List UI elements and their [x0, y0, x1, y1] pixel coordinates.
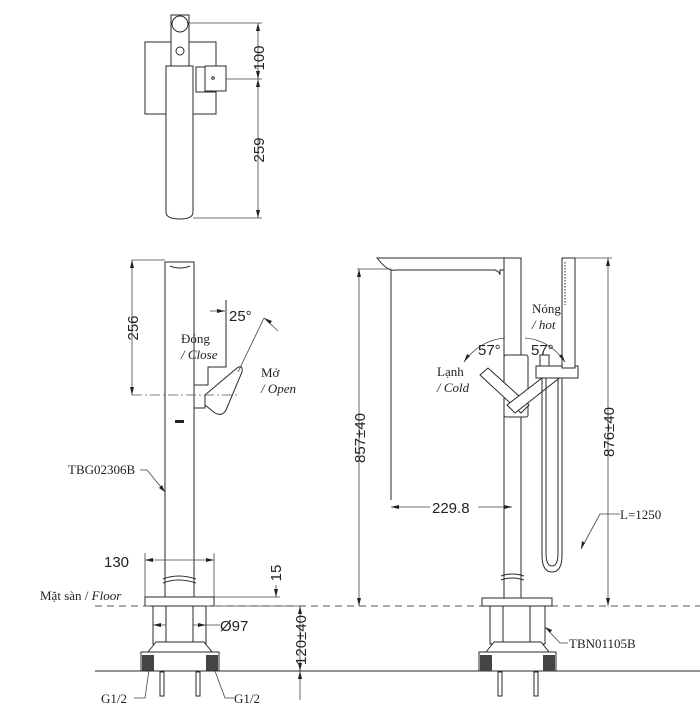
riser-housing-front [478, 651, 557, 672]
break-mark-front [500, 573, 525, 581]
angle-label: 25° [229, 308, 252, 325]
column-front [503, 257, 522, 599]
hose-outlet [535, 365, 579, 379]
inlet-right-label: G1/2 [234, 691, 260, 706]
dim-spout-reach: 229.8 [432, 500, 470, 517]
inlet-left-label: G1/2 [101, 691, 127, 706]
open-label-vi: Mở [261, 365, 281, 380]
column-body [164, 261, 195, 598]
front-view: 57° 57° Lạnh / Cold Nóng / hot 857±40 87… [352, 257, 661, 697]
handle-close-outline [194, 300, 227, 386]
shower-hose [541, 378, 563, 573]
close-label-en: / Close [180, 347, 218, 362]
angle-hot: 57° [531, 342, 554, 359]
diverter-dot [211, 76, 215, 80]
dim-riser-depth: 120±40 [293, 615, 310, 665]
inlet-pipe-left [159, 671, 165, 697]
handle-pivot [175, 46, 185, 56]
dim-riser-diameter: Ø97 [220, 618, 248, 635]
dim-total-height: 876±40 [601, 407, 618, 457]
dim-base-width: 130 [104, 554, 129, 571]
part-riser-label: TBN01105B [569, 636, 636, 651]
brand-mark [175, 420, 184, 423]
cold-label-en: / Cold [436, 380, 470, 395]
hand-shower [561, 257, 576, 369]
handle-open [204, 366, 243, 415]
close-label-vi: Đóng [181, 331, 210, 346]
top-view: 100 259 [144, 14, 268, 220]
riser-flange [146, 641, 214, 653]
cold-label-vi: Lạnh [437, 364, 464, 379]
base-plate-front [481, 597, 553, 607]
handle-knob [171, 15, 189, 33]
spout-body-top [165, 65, 194, 220]
hose-length-label: L=1250 [620, 507, 661, 522]
floor-label: Mặt sàn / Floor [40, 588, 122, 603]
spout-outlet [169, 265, 191, 269]
dim-base-thickness: 15 [268, 565, 285, 582]
dim-spout-depth: 259 [251, 137, 268, 162]
angle-cold: 57° [478, 342, 501, 359]
break-mark [162, 575, 197, 584]
diverter-cap [204, 65, 227, 92]
spout-arm [375, 257, 521, 276]
dim-handle-offset: 100 [251, 45, 268, 70]
riser-body-front [489, 605, 546, 645]
open-label-en: / Open [260, 381, 296, 396]
dim-spout-height: 857±40 [352, 413, 369, 463]
base-plate [144, 596, 215, 607]
part-body-label: TBG02306B [68, 462, 136, 477]
hot-label-en: / hot [531, 317, 556, 332]
dim-handle-height: 256 [125, 315, 142, 340]
side-view: 25° Đóng / Close Mở / Open 256 TBG02306B… [40, 259, 700, 706]
hot-label-vi: Nóng [532, 301, 561, 316]
inlet-pipe-right [195, 671, 201, 697]
